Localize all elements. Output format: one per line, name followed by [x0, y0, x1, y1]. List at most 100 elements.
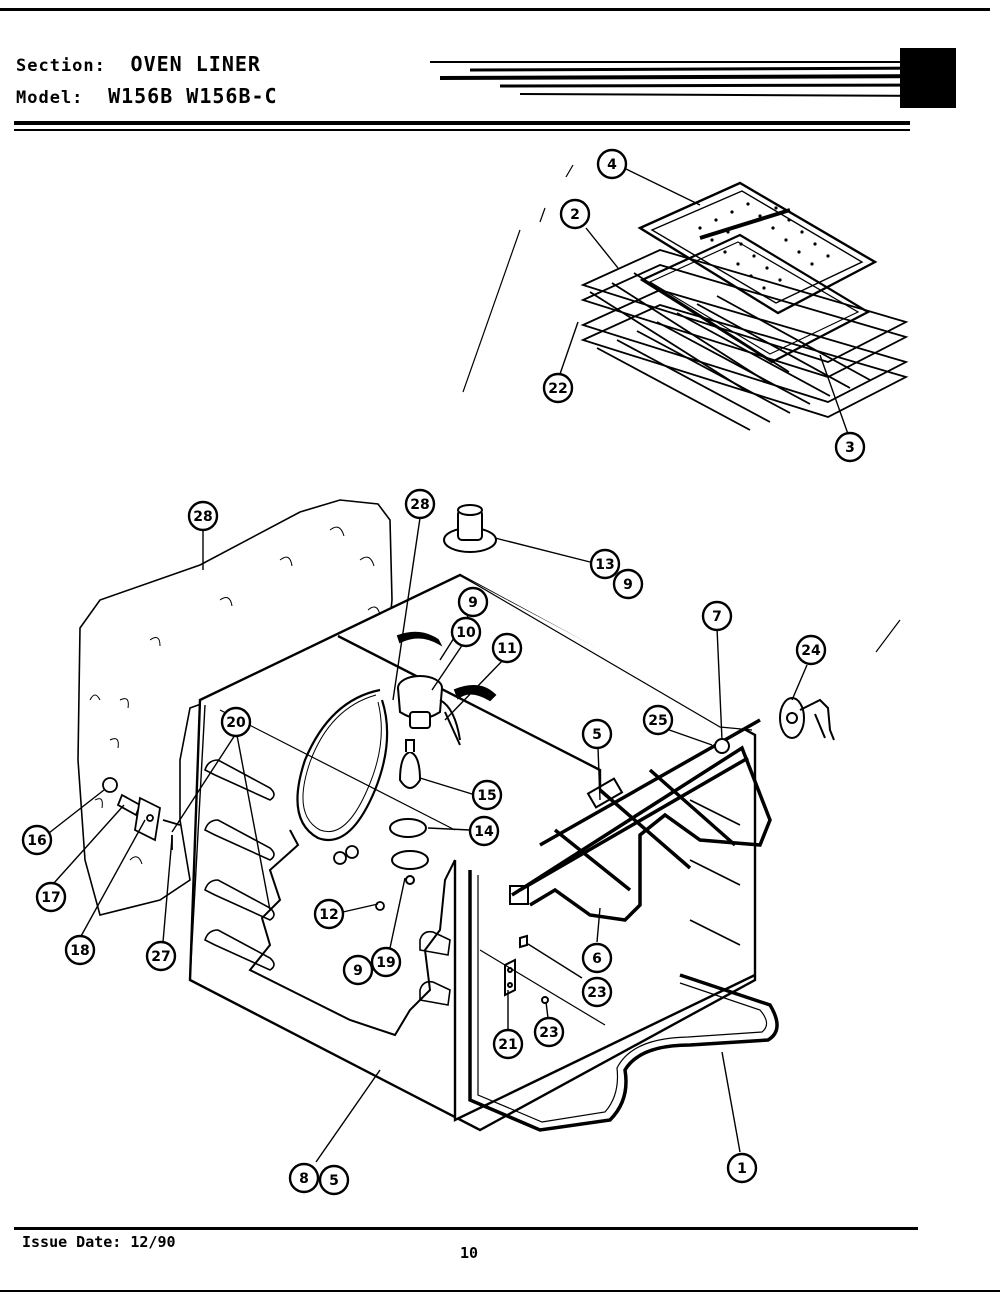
callout-circle [581, 718, 613, 750]
callout-circle [220, 706, 252, 738]
footer-rule [14, 1227, 918, 1230]
lamp-receptacle [389, 631, 497, 885]
callout-c5a: 5 [581, 718, 613, 750]
callout-c8: 8 [288, 1162, 320, 1194]
callout-number: 22 [548, 381, 567, 397]
page-number: 10 [460, 1244, 479, 1262]
lamp-wire-loop [296, 688, 389, 842]
section-value: OVEN LINER [130, 52, 261, 76]
callout-c6: 6 [581, 942, 613, 974]
callout-number: 28 [193, 509, 212, 525]
callout-circle [581, 976, 613, 1008]
callout-circle [596, 148, 628, 180]
callout-number: 16 [27, 833, 46, 849]
callout-c22: 22 [542, 372, 574, 404]
callout-c21: 21 [492, 1028, 524, 1060]
callout-circle [612, 568, 644, 600]
callout-number: 5 [592, 727, 602, 743]
callout-number: 18 [70, 943, 89, 959]
broil-element [509, 718, 772, 922]
callout-number: 25 [648, 713, 667, 729]
callout-circle [342, 954, 374, 986]
callout-c11: 11 [491, 632, 523, 664]
callout-c28b: 28 [404, 488, 436, 520]
callout-c9a: 9 [612, 568, 644, 600]
callout-number: 9 [623, 577, 633, 593]
callout-circle [491, 632, 523, 664]
callout-number: 1 [737, 1161, 747, 1177]
callout-c10: 10 [450, 616, 482, 648]
callout-circle [457, 586, 489, 618]
section-heading: Section: OVEN LINER [16, 52, 261, 76]
leader-lines [39, 167, 849, 1163]
callout-number: 23 [539, 1025, 558, 1041]
callout-number: 11 [497, 641, 516, 657]
scan-marks [462, 164, 901, 653]
callout-circle [471, 779, 503, 811]
callout-number: 24 [801, 643, 821, 659]
vent-bulb-part [443, 504, 497, 553]
callout-number: 7 [712, 609, 722, 625]
issue-date: Issue Date: 12/90 [22, 1233, 176, 1251]
callout-number: 19 [376, 955, 395, 971]
callout-number: 28 [410, 497, 429, 513]
bottom-rule [0, 1290, 1000, 1292]
oven-racks [580, 249, 909, 431]
callout-circle [589, 548, 621, 580]
callout-c12: 12 [313, 898, 345, 930]
bracket-24 [779, 697, 835, 741]
callout-c17: 17 [35, 881, 67, 913]
callout-circle [542, 372, 574, 404]
callout-circle [834, 431, 866, 463]
callout-number: 12 [319, 907, 338, 923]
callout-circle [288, 1162, 320, 1194]
bake-element [468, 870, 779, 1132]
model-value: W156B W156B-C [108, 84, 278, 108]
callout-circle [701, 600, 733, 632]
callout-c23a: 23 [581, 976, 613, 1008]
callout-c1: 1 [726, 1152, 758, 1184]
callout-c16: 16 [21, 824, 53, 856]
side-hardware [102, 777, 385, 911]
callout-circle [450, 616, 482, 648]
callout-circle [187, 500, 219, 532]
callout-c9b: 9 [457, 586, 489, 618]
callout-number: 17 [41, 890, 60, 906]
callout-c3: 3 [834, 431, 866, 463]
callout-circle [318, 1164, 350, 1196]
header-rule-thin [14, 129, 910, 131]
callout-c9c: 9 [342, 954, 374, 986]
callout-circle [642, 704, 674, 736]
callout-c24: 24 [795, 634, 827, 666]
oven-liner-box [188, 573, 757, 1132]
broiler-tray [639, 233, 871, 364]
model-label: Model: [16, 88, 84, 108]
part-25 [714, 738, 730, 754]
callout-c14: 14 [468, 815, 500, 847]
callout-circle [533, 1016, 565, 1048]
callout-circle [370, 946, 402, 978]
element-bracket [479, 934, 606, 1026]
callout-number: 14 [474, 824, 494, 840]
callout-circle [313, 898, 345, 930]
callout-circle [35, 881, 67, 913]
callout-number: 8 [299, 1171, 309, 1187]
callout-number: 6 [592, 951, 602, 967]
callout-circle [795, 634, 827, 666]
callout-number: 10 [456, 625, 476, 641]
callout-circle [492, 1028, 524, 1060]
callout-circle [559, 198, 591, 230]
callout-number: 9 [353, 963, 363, 979]
callout-circle [145, 940, 177, 972]
header-rule-thick [14, 121, 910, 125]
top-rule [0, 8, 990, 11]
callout-number: 23 [587, 985, 606, 1001]
callout-number: 15 [477, 788, 496, 804]
cutaway-edge [248, 829, 456, 1037]
callout-c19: 19 [370, 946, 402, 978]
callout-c15: 15 [471, 779, 503, 811]
callout-number: 21 [498, 1037, 517, 1053]
callout-circle [404, 488, 436, 520]
